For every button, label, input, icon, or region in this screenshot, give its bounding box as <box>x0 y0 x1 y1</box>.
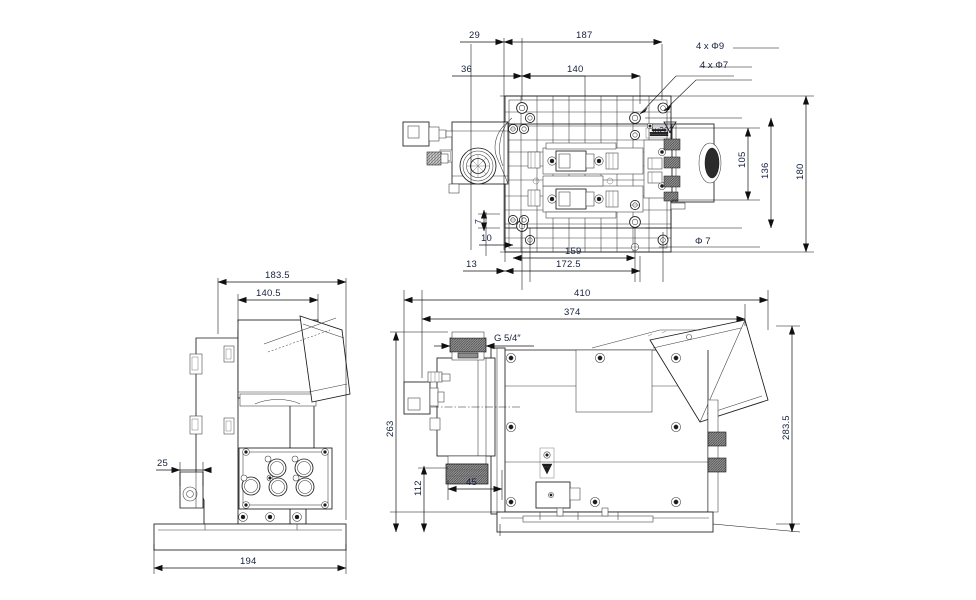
dim-25: 25 <box>157 458 168 469</box>
side-view-dimensions: 410 374 G 5/4″ 263 112 45 283.5 <box>385 288 801 536</box>
dim-374: 374 <box>564 307 580 318</box>
left-end-view-geometry <box>153 315 351 551</box>
dim-180: 180 <box>795 164 806 180</box>
top-view-dosing-heads <box>527 142 644 219</box>
dim-112: 112 <box>413 480 424 496</box>
left-view-connector-panel <box>238 447 333 510</box>
left-end-view-dimensions: 183.5 140.5 25 194 <box>153 270 347 574</box>
dim-29: 29 <box>469 30 480 41</box>
top-view-geometry: \u2022 <box>402 95 722 253</box>
dim-140-5: 140.5 <box>256 288 281 299</box>
dim-283-5: 283.5 <box>781 415 792 440</box>
dim-45: 45 <box>466 477 477 488</box>
top-view-liquid-end <box>402 117 513 194</box>
dim-263: 263 <box>385 421 396 437</box>
top-view-gearmotor: \u2022 <box>643 123 722 210</box>
top-view-dimensions: 29 187 36 140 4 x Φ9 4 x Φ7 105 136 180 … <box>452 30 814 290</box>
note-dia-7: Φ 7 <box>695 236 711 247</box>
note-4x-d7: 4 x Φ7 <box>700 60 728 71</box>
dim-36: 36 <box>461 64 472 75</box>
dim-7: 7 <box>473 219 483 224</box>
dim-140: 140 <box>567 64 583 75</box>
dim-13: 13 <box>466 259 477 270</box>
note-4x-d9: 4 x Φ9 <box>696 41 724 52</box>
side-view-geometry <box>403 319 769 533</box>
dim-410: 410 <box>574 288 590 299</box>
dim-159: 159 <box>565 246 581 257</box>
dim-187: 187 <box>576 30 592 41</box>
dim-194: 194 <box>240 556 256 567</box>
dim-172-5: 172.5 <box>556 259 581 270</box>
dim-136: 136 <box>760 163 771 179</box>
dim-10: 10 <box>481 233 492 244</box>
note-thread-g54: G 5/4″ <box>494 333 521 344</box>
dim-183-5: 183.5 <box>265 270 290 281</box>
dim-105: 105 <box>737 152 748 168</box>
side-view-warning-label <box>539 447 555 479</box>
